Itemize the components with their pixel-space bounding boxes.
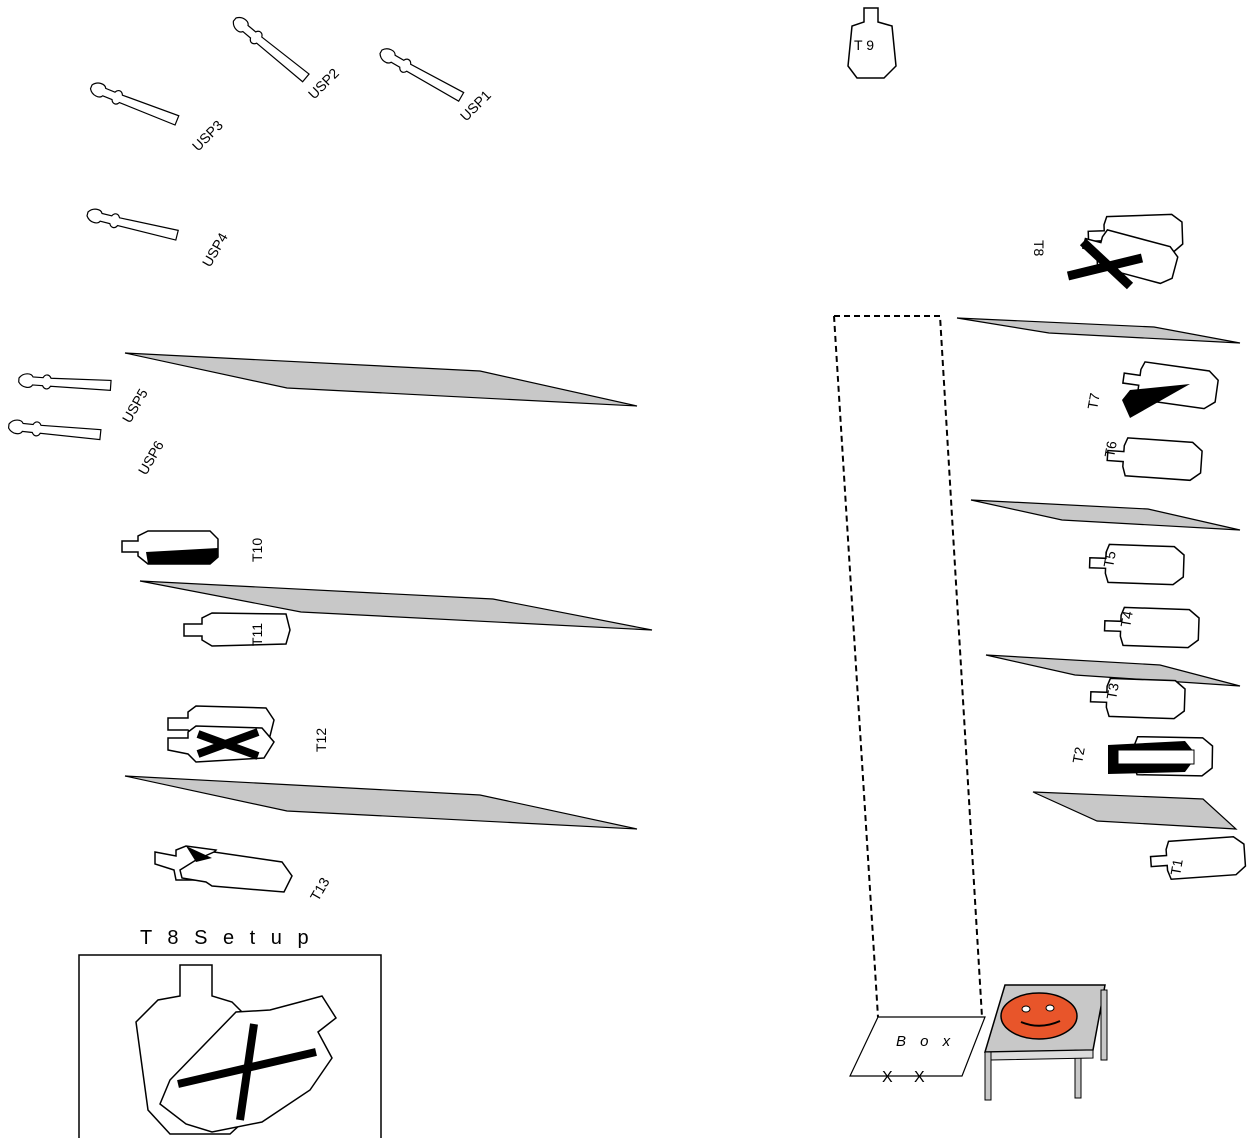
- t10-label: T10: [249, 538, 265, 562]
- t8-setup-inset: T 8 S e t u p: [78, 927, 382, 1138]
- usp3-icon: [88, 79, 180, 129]
- barrier-right-2: [970, 499, 1241, 531]
- target-t7: T7: [1084, 358, 1221, 418]
- barrier-right-1: [956, 317, 1241, 344]
- start-box: B o x X X: [849, 1016, 986, 1086]
- t3-label: T3: [1103, 681, 1122, 700]
- usp4-icon: [85, 206, 180, 244]
- t2-label: T2: [1069, 745, 1088, 764]
- target-t11: T11: [183, 612, 291, 647]
- t11-label: T11: [249, 623, 265, 646]
- t5-label: T5: [1100, 549, 1119, 568]
- target-t2: T2: [1069, 735, 1214, 777]
- usp4-label: USP4: [199, 230, 231, 270]
- barriers: [124, 317, 1241, 830]
- t4-label: T4: [1117, 609, 1136, 628]
- t9-label: T 9: [854, 37, 874, 53]
- usp6-icon: [7, 418, 102, 444]
- foot-mark-right: X: [914, 1069, 925, 1086]
- barrier-left-1: [124, 352, 638, 407]
- target-t6: T6: [1101, 435, 1204, 482]
- box-label: B o x: [896, 1033, 955, 1050]
- usp1-icon: [376, 45, 465, 105]
- target-t12: T12: [167, 705, 329, 763]
- barrier-left-2: [139, 580, 653, 631]
- target-t5: T5: [1088, 542, 1186, 586]
- usp2-label: USP2: [305, 65, 342, 102]
- t12-label: T12: [313, 728, 329, 752]
- barrier-right-3: [985, 654, 1241, 687]
- usp6-label: USP6: [135, 438, 167, 478]
- inset-title: T 8 S e t u p: [140, 927, 314, 949]
- t1-label: T1: [1167, 857, 1186, 876]
- smiley-face-icon: [1000, 992, 1078, 1040]
- foot-mark-left: X: [882, 1069, 893, 1086]
- target-t10: T10: [121, 530, 265, 565]
- barrier-left-3: [124, 775, 638, 830]
- t7-label: T7: [1084, 391, 1103, 410]
- t13-label: T13: [307, 874, 333, 903]
- barrier-right-4: [1032, 791, 1238, 830]
- usp2-icon: [229, 13, 311, 85]
- target-t4: T4: [1103, 605, 1201, 649]
- target-t1: T1: [1148, 835, 1247, 882]
- t8-label: T8: [1031, 240, 1047, 257]
- target-t8: T8: [1031, 213, 1184, 290]
- usp3-label: USP3: [189, 117, 226, 154]
- usp5-icon: [17, 372, 112, 394]
- target-t13: T13: [154, 845, 333, 904]
- dashed-lane: [833, 315, 983, 1018]
- target-t9: T 9: [847, 7, 897, 79]
- t6-label: T6: [1101, 439, 1120, 458]
- target-t3: T3: [1089, 676, 1187, 720]
- usp5-label: USP5: [119, 386, 151, 426]
